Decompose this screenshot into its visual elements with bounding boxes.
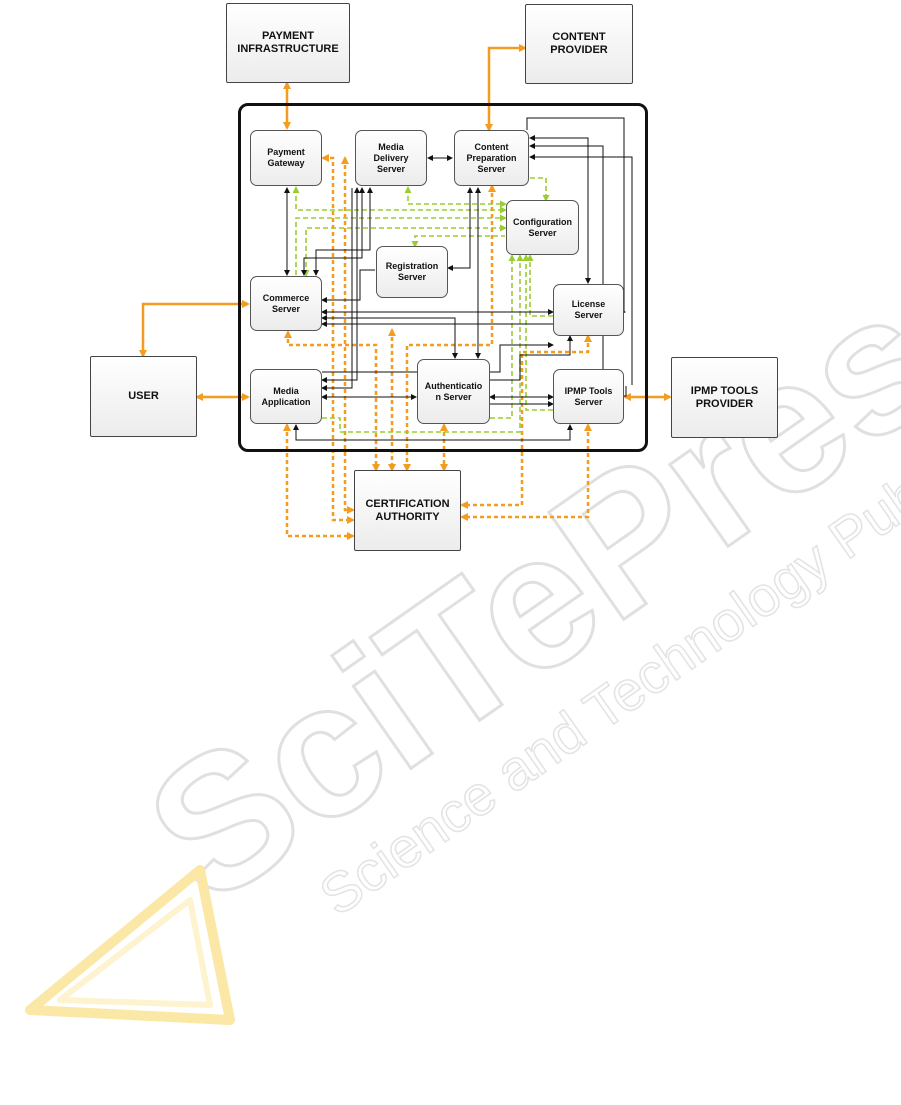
payment-infrastructure-box[interactable]: PAYMENT INFRASTRUCTURE	[226, 3, 350, 83]
payment-gateway-box[interactable]: Payment Gateway	[250, 130, 322, 186]
content-provider-box[interactable]: CONTENT PROVIDER	[525, 4, 633, 84]
media-delivery-server-box[interactable]: Media Delivery Server	[355, 130, 427, 186]
certification-authority-box[interactable]: CERTIFICATION AUTHORITY	[354, 470, 461, 551]
ipmp-tools-server-box[interactable]: IPMP Tools Server	[553, 369, 624, 424]
license-server-label: License Server	[571, 299, 606, 320]
link-user-commerce	[139, 300, 250, 358]
media-application-label: Media Application	[261, 385, 311, 407]
link-content-provider-prep	[485, 44, 527, 132]
ipmp-tools-provider-label: IPMP TOOLS PROVIDER	[690, 384, 759, 410]
license-server-box[interactable]: License Server	[553, 284, 624, 336]
registration-server-box[interactable]: Registration Server	[376, 246, 448, 298]
commerce-server-box[interactable]: Commerce Server	[250, 276, 322, 331]
content-provider-label: CONTENT PROVIDER	[550, 31, 608, 56]
configuration-server-box[interactable]: Configuration Server	[506, 200, 579, 255]
internal-links	[284, 117, 633, 441]
ipmp-tools-provider-box[interactable]: IPMP TOOLS PROVIDER	[671, 357, 778, 438]
media-delivery-server-label: Media Delivery Server	[373, 141, 409, 174]
configuration-server-label: Configuration Server	[513, 216, 572, 238]
user-box[interactable]: USER	[90, 356, 197, 437]
commerce-server-label: Commerce Server	[262, 292, 310, 314]
certification-authority-label: CERTIFICATION AUTHORITY	[365, 497, 450, 523]
ipmp-tools-server-label: IPMP Tools Server	[564, 385, 613, 407]
authentication-server-box[interactable]: Authenticatio n Server	[417, 359, 490, 424]
media-application-box[interactable]: Media Application	[250, 369, 322, 424]
payment-gateway-label: Payment Gateway	[267, 147, 305, 168]
authentication-server-label: Authenticatio n Server	[424, 380, 483, 402]
payment-infrastructure-label: PAYMENT INFRASTRUCTURE	[237, 30, 339, 55]
content-preparation-server-label: Content Preparation Server	[466, 141, 517, 174]
registration-server-label: Registration Server	[385, 261, 439, 282]
user-label: USER	[128, 390, 159, 402]
watermark-logo-icon	[25, 865, 235, 1025]
system-boundary	[238, 103, 648, 452]
content-preparation-server-box[interactable]: Content Preparation Server	[454, 130, 529, 186]
